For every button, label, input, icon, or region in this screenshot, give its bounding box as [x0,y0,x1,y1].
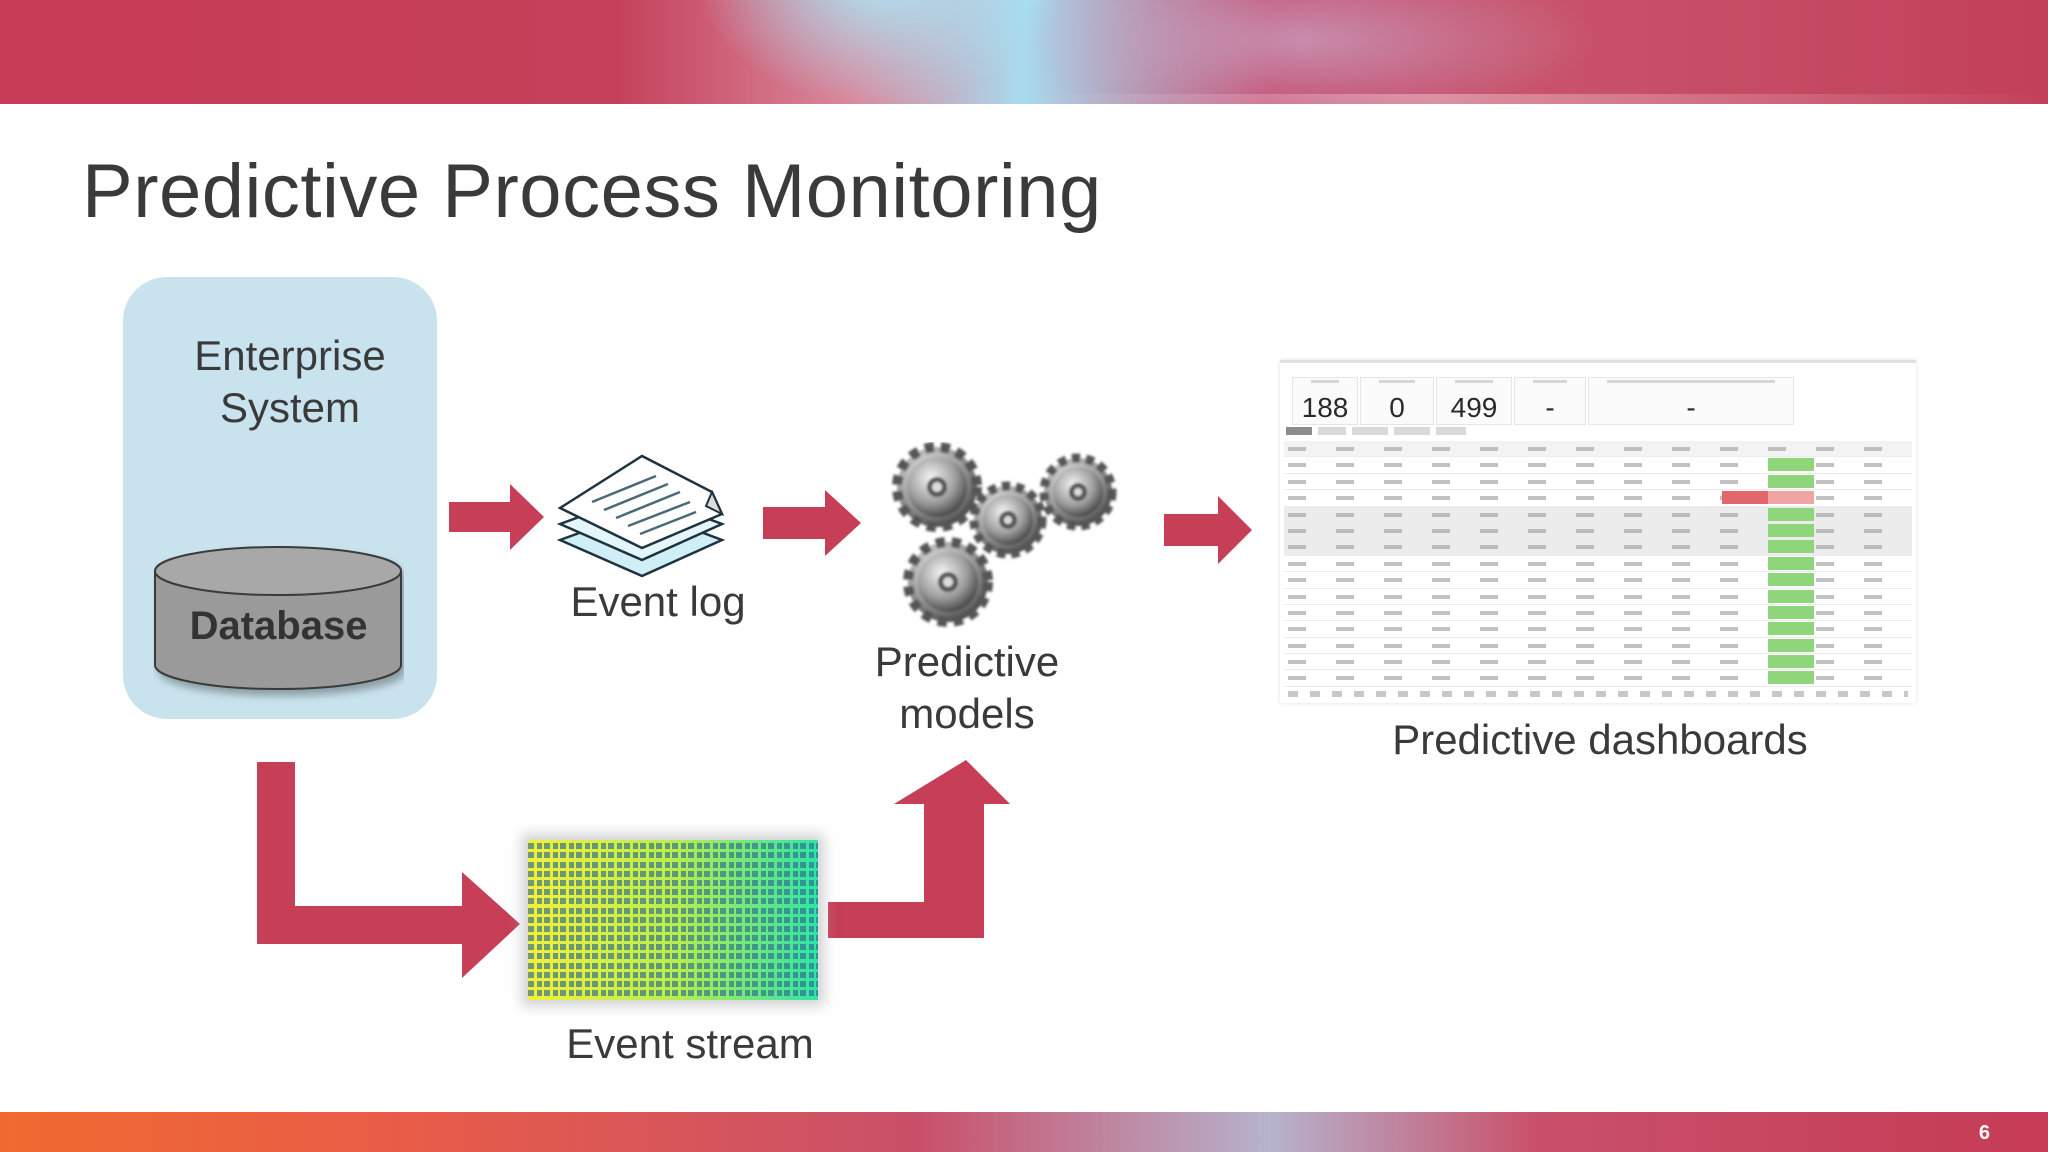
stream-line [528,944,818,951]
dashboard-tab [1436,427,1466,435]
dashboard-table [1284,441,1912,687]
kpi-card: 499 [1436,377,1512,425]
table-row [1284,621,1912,638]
kpi-value: 0 [1389,392,1405,423]
stacked-documents-icon [556,452,728,582]
table-row [1284,490,1912,507]
dashboard-pager [1288,691,1908,697]
bottom-banner [0,1112,2048,1152]
kpi-value: - [1686,392,1696,423]
table-row [1284,670,1912,687]
stream-line [528,861,818,868]
kpi-card: 188 [1292,377,1358,425]
slide-title: Predictive Process Monitoring [82,149,1102,234]
predictive-dashboards-label: Predictive dashboards [1392,716,1808,763]
kpi-value: - [1545,392,1555,423]
table-row [1284,605,1912,622]
kpi-card: 0 [1360,377,1434,425]
dashboard-screenshot: 188 0 499 - - [1280,360,1916,703]
table-row [1284,572,1912,589]
table-row [1284,539,1912,556]
arrow-stream-to-models [828,760,1010,938]
stream-line [528,889,818,896]
gears-icon [882,442,1122,632]
stream-line [528,953,818,960]
dashboard-tabs [1286,427,1906,437]
stream-line [528,879,818,886]
stream-line [528,971,818,978]
terminal-stream-icon [528,840,818,1000]
predictive-models-label: Predictive models [874,638,1060,737]
table-row [1284,589,1912,605]
table-row [1284,474,1912,491]
stream-line [528,898,818,905]
page-number: 6 [1978,1122,1990,1144]
table-row [1284,556,1912,573]
dashboard-tab [1352,427,1388,435]
table-row [1284,654,1912,671]
database-icon [154,546,402,690]
arrow-models-to-dashboards [1164,496,1252,564]
table-row [1284,522,1912,540]
stream-line [528,981,818,987]
enterprise-system-label: Enterprise System [194,332,386,431]
stream-line [528,907,818,914]
table-row [1284,457,1912,474]
kpi-card: - [1588,377,1794,425]
kpi-card: - [1514,377,1586,425]
stream-line [528,990,818,997]
kpi-value: 188 [1301,392,1349,423]
dashboard-tab [1394,427,1430,435]
top-banner [0,0,2048,104]
event-log-label: Event log [570,578,746,625]
stream-line [528,935,818,942]
stream-line [528,925,818,932]
dashboard-tab [1318,427,1346,435]
stream-line [528,852,818,859]
event-stream-label: Event stream [566,1020,814,1067]
table-row [1284,506,1912,523]
dashboard-tab [1286,427,1312,435]
stream-line [528,962,818,969]
table-header-row [1284,441,1912,458]
stream-line [528,843,818,850]
arrow-enterprise-to-stream [257,762,520,978]
arrow-enterprise-to-eventlog [449,484,544,550]
stream-line [528,916,818,923]
arrow-eventlog-to-models [763,490,861,556]
stream-line [528,870,818,877]
database-label: Database [189,604,368,648]
database-cylinder [153,545,404,703]
table-row [1284,638,1912,655]
kpi-value: 499 [1450,392,1498,423]
